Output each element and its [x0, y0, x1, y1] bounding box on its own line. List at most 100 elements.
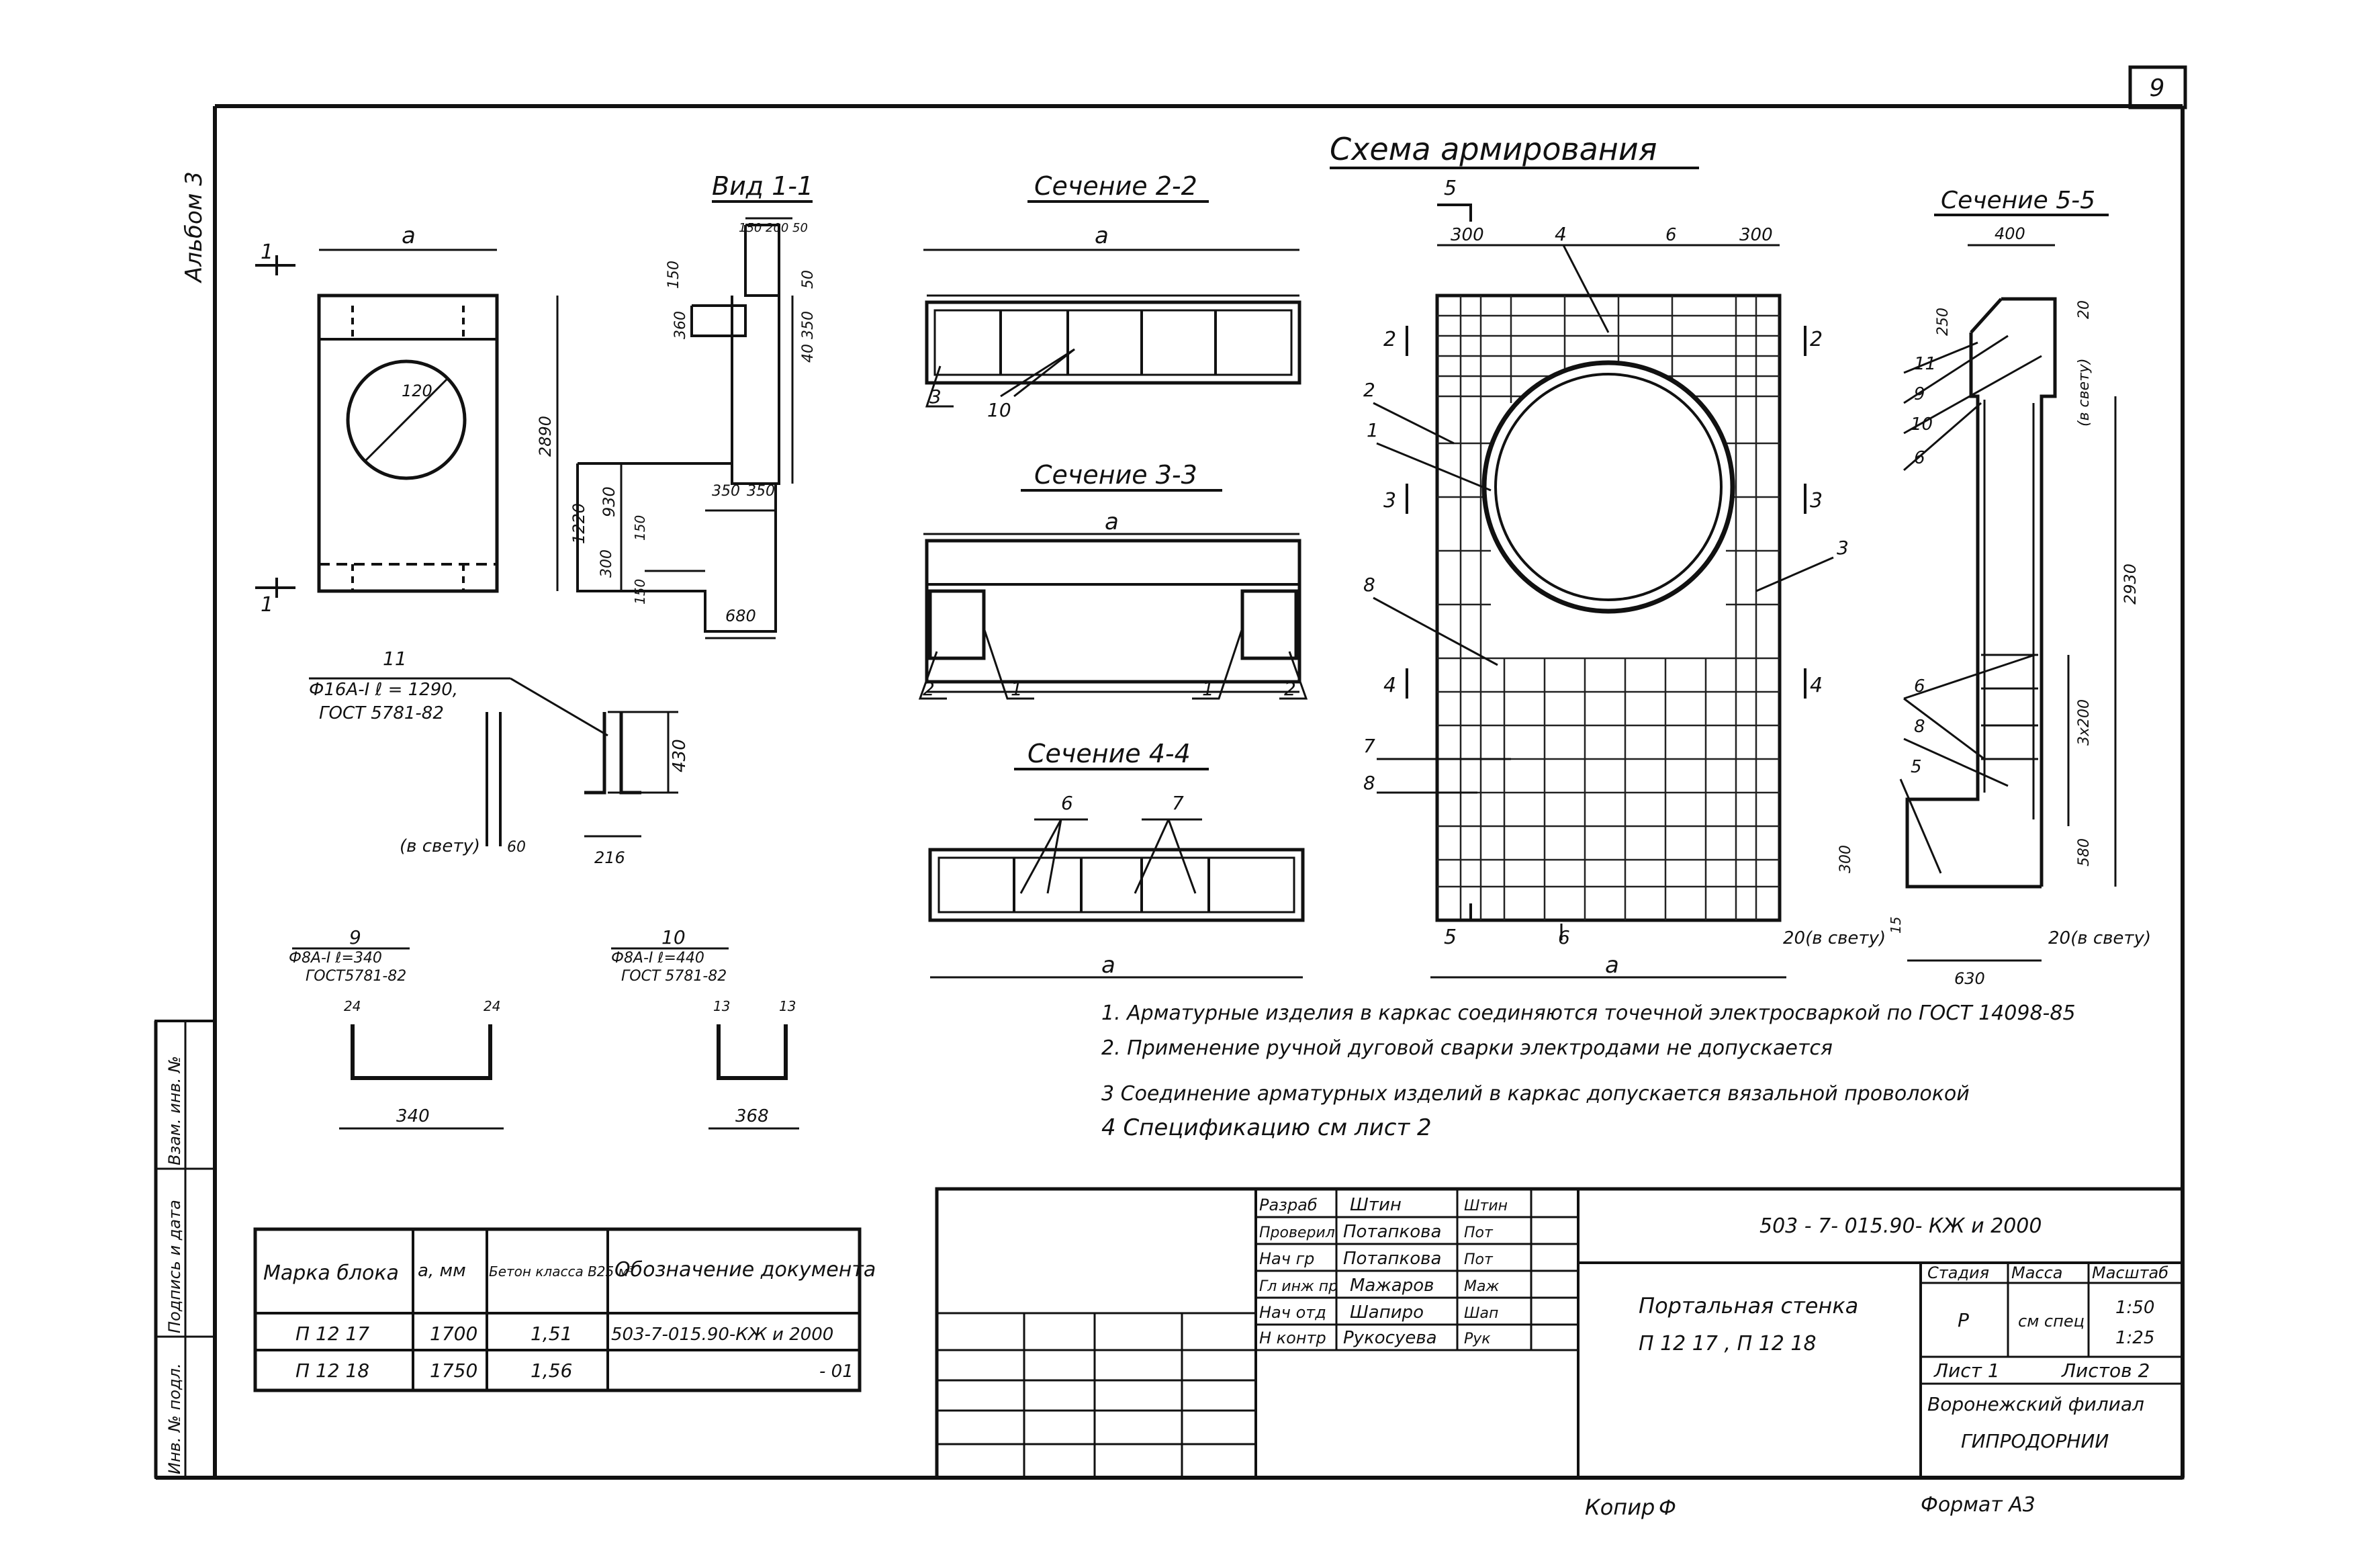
section-3-3-title: Сечение 3-3	[1034, 460, 1197, 490]
item-11-note: (в свету)	[400, 836, 480, 856]
section-5-5-dim-580: 580	[2076, 838, 2093, 866]
scheme-callout-8-lower: 8	[1363, 772, 1375, 794]
title-block: Разраб Проверил Нач гр Гл инж пр Нач отд…	[935, 1187, 2185, 1480]
tb-stage: Р	[1958, 1309, 1969, 1331]
dim-300: 300	[598, 549, 615, 578]
section-4-4-label-6: 6	[1061, 792, 1073, 814]
dim-360: 360	[672, 311, 689, 339]
section-4-4: Сечение 4-4 а 6 7	[928, 739, 1305, 979]
album-label: Альбом 3	[181, 171, 208, 283]
table-header-mark: Марка блока	[263, 1261, 399, 1285]
footer-copy: Копир	[1585, 1495, 1655, 1520]
tb-sign-0: Штин	[1464, 1198, 1508, 1214]
dim-50-side: 50	[800, 270, 817, 289]
section-5-5-label-5: 5	[1911, 757, 1922, 777]
tb-role-3: Гл инж пр	[1259, 1278, 1338, 1295]
tb-sign-4: Шап	[1464, 1305, 1498, 1322]
tb-role-1: Проверил	[1259, 1224, 1335, 1241]
footer-copy-signature: Ф	[1659, 1497, 1676, 1520]
tb-org-1: Воронежский филиал	[1927, 1393, 2144, 1415]
tb-sign-1: Пот	[1464, 1224, 1494, 1241]
scheme-callout-4: 4	[1555, 223, 1567, 245]
view-1-1-dim-a: а	[402, 222, 416, 249]
dim-2890: 2890	[536, 416, 555, 457]
item-9-num: 9	[349, 926, 361, 948]
section-5-5-dim-15: 15	[1888, 917, 1904, 934]
dim-1220: 1220	[569, 503, 588, 544]
item-11-spec: Ф16А-I ℓ = 1290,	[309, 680, 458, 700]
tb-role-0: Разраб	[1259, 1196, 1318, 1214]
section-3-3-dim-a: а	[1105, 508, 1119, 535]
item-11-num: 11	[383, 648, 407, 670]
item-10-spec: Ф8А-I ℓ=440	[611, 950, 704, 967]
tb-name-2: Потапкова	[1343, 1249, 1441, 1269]
table-row-2-a: 1750	[430, 1359, 477, 1382]
table-row-1-doc: 503-7-015.90-КЖ и 2000	[611, 1325, 833, 1345]
detail-item-9: 9 Ф8А-I ℓ=340 ГОСТ5781-82 24 24 340	[289, 926, 504, 1130]
section-3-3-label-2-right: 2	[1284, 678, 1296, 700]
dim-350-b: 350	[747, 483, 775, 500]
tb-stage-header: Стадия	[1927, 1263, 1989, 1282]
table-row-2-mark: П 12 18	[295, 1359, 369, 1382]
item-9-dim-340: 340	[396, 1106, 430, 1126]
dim-350-side: 350	[800, 311, 817, 339]
table-row-1-concrete: 1,51	[531, 1323, 572, 1345]
note-2: 2. Применение ручной дуговой сварки элек…	[1101, 1036, 1833, 1060]
section-5-5-label-8: 8	[1914, 717, 1925, 737]
scheme-bottom-note: 20(в свету)	[1783, 928, 1886, 948]
section-5-5-dim-2930: 2930	[2121, 564, 2140, 605]
detail-item-10: 10 Ф8А-I ℓ=440 ГОСТ 5781-82 13 13 368	[611, 926, 799, 1130]
scheme-dim-300-right: 300	[1739, 225, 1773, 245]
scheme-dim-6: 6	[1665, 225, 1677, 245]
tb-name-1: Потапкова	[1343, 1222, 1441, 1242]
main-title: Схема армирования	[1330, 131, 1657, 167]
item-10-dim-368: 368	[735, 1106, 769, 1126]
dim-40: 40	[800, 344, 817, 363]
note-1: 1. Арматурные изделия в каркас соединяют…	[1101, 1001, 2076, 1025]
scheme-callout-2: 2	[1363, 379, 1375, 401]
tb-name-0: Штин	[1350, 1195, 1402, 1215]
tb-object-marks: П 12 17 , П 12 18	[1639, 1332, 1817, 1355]
section-5-5-label-10: 10	[1911, 414, 1933, 435]
tb-sheets: Листов 2	[2061, 1359, 2150, 1382]
tb-mass-header: Масса	[2011, 1263, 2063, 1282]
scheme-dim-a: а	[1605, 952, 1619, 979]
table-row-1-mark: П 12 17	[295, 1323, 369, 1345]
tb-doc-code: 503 - 7- 015.90- КЖ и 2000	[1759, 1214, 2042, 1238]
scheme-cut-2-right: 2	[1810, 328, 1823, 351]
dim-150-top: 150	[739, 221, 762, 235]
scheme-cut-3-right: 3	[1810, 489, 1823, 512]
footer-format: Формат А3	[1921, 1493, 2035, 1517]
stamp-inv-original: Инв. № подл.	[165, 1363, 184, 1474]
section-5-5-title: Сечение 5-5	[1941, 187, 2095, 214]
table-row-1-a: 1700	[430, 1323, 477, 1345]
section-2-2-label-10: 10	[987, 399, 1011, 421]
tb-name-4: Шапиро	[1350, 1302, 1424, 1323]
item-9-gost: ГОСТ5781-82	[306, 968, 406, 985]
section-5-5-note-clear: (в свету)	[2076, 358, 2093, 427]
tb-scale-header: Масштаб	[2092, 1263, 2168, 1282]
section-3-3: Сечение 3-3 а 2 1 1 2	[918, 460, 1308, 700]
scheme-cut-2-left: 2	[1383, 328, 1396, 351]
section-4-4-title: Сечение 4-4	[1027, 739, 1191, 768]
general-notes: 1. Арматурные изделия в каркас соединяют…	[1101, 1001, 2076, 1141]
section-2-2-dim-a: а	[1095, 222, 1109, 249]
item-11-dim-60: 60	[507, 839, 526, 856]
side-stamp: Инв. № подл. Подпись и дата Взам. инв. №	[154, 1020, 216, 1479]
scheme-cut-5-top: 5	[1444, 177, 1457, 200]
section-2-2: Сечение 2-2 а 3 10	[923, 171, 1301, 421]
section-5-5-dim-20-clear: 20(в свету)	[2048, 928, 2151, 948]
blocks-table: Марка блока а, мм Бетон класса В25 м³ Об…	[253, 1227, 876, 1392]
scheme-callout-7: 7	[1363, 735, 1375, 757]
dim-930: 930	[600, 486, 619, 517]
item-10-num: 10	[661, 926, 686, 948]
table-row-2-concrete: 1,56	[531, 1359, 572, 1382]
section-5-5-dim-20: 20	[2076, 300, 2093, 319]
dim-150-low: 150	[632, 579, 648, 605]
tb-sign-3: Маж	[1464, 1278, 1499, 1295]
table-header-a: а, мм	[418, 1261, 466, 1281]
tb-role-5: Н контр	[1259, 1329, 1326, 1347]
scheme-cut-3-left: 3	[1383, 489, 1396, 512]
tb-role-4: Нач отд	[1259, 1303, 1326, 1322]
